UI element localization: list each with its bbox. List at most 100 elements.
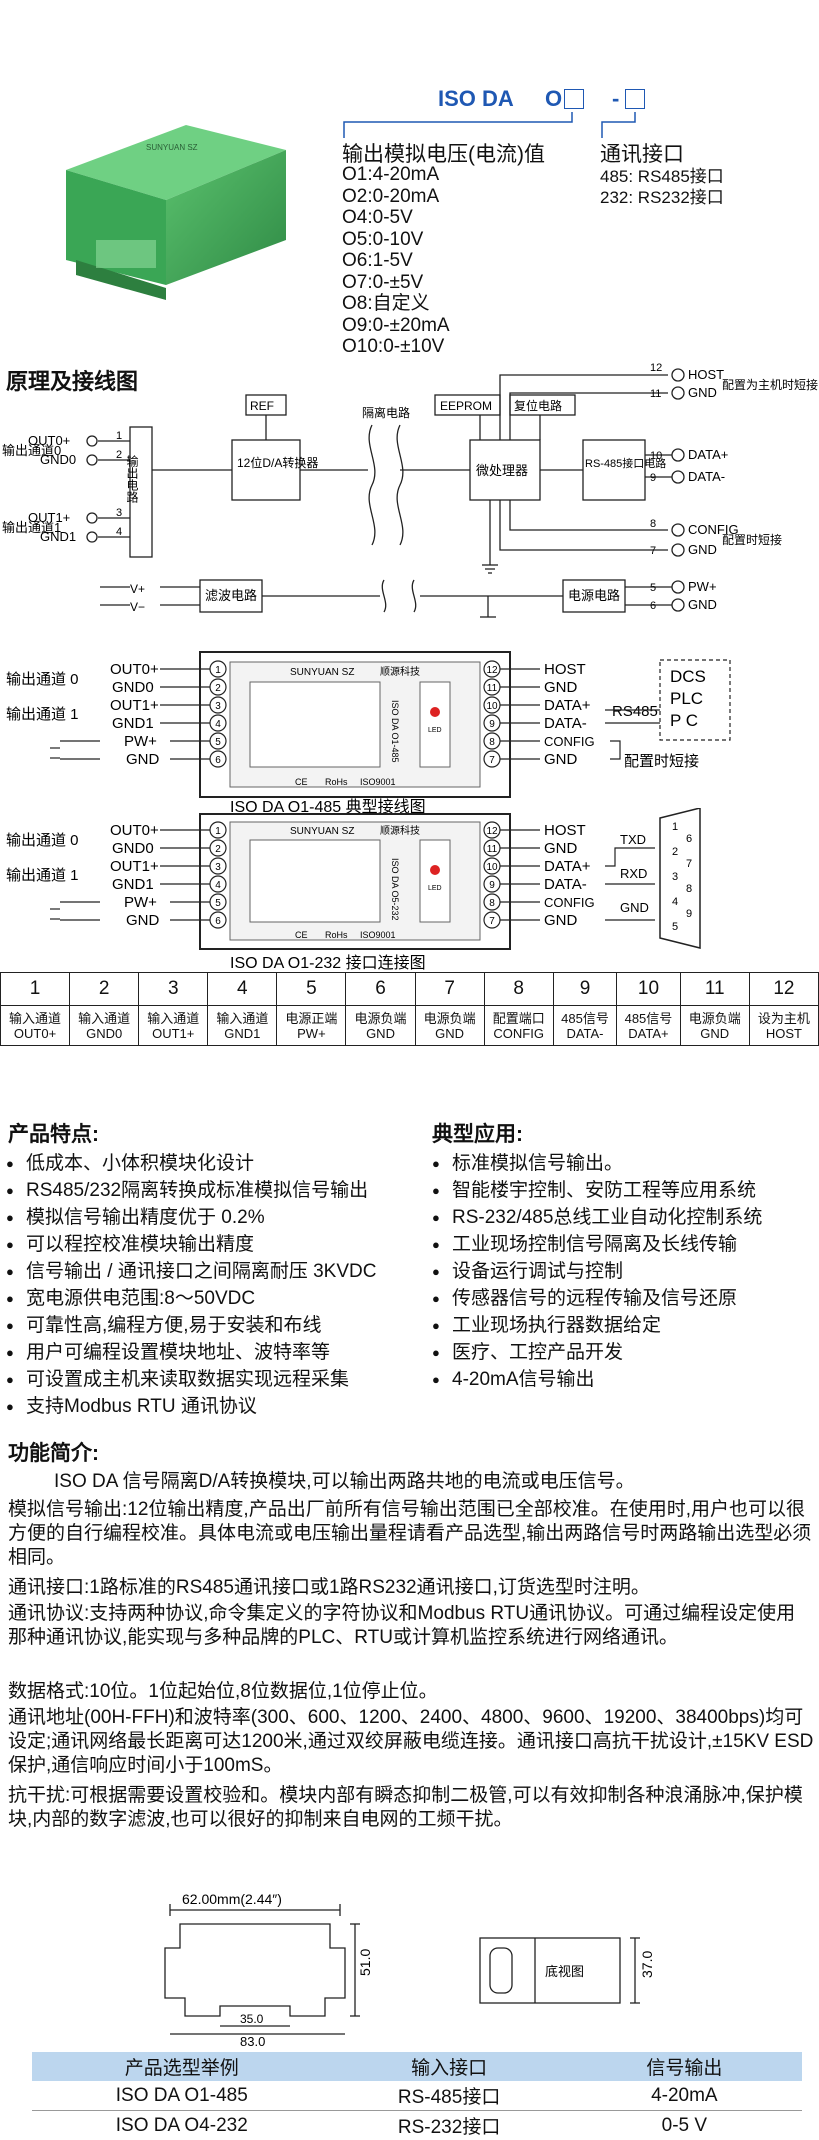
pin-number: 6 — [346, 973, 415, 1006]
da-label: 12位D/A转换器 — [237, 455, 318, 470]
selection-header: 输入接口 — [332, 2052, 567, 2081]
pin-signal: GND1 — [208, 1026, 276, 1041]
intro-paragraph: 数据格式:10位。1位起始位,8位数据位,1位停止位。 — [8, 1680, 814, 1704]
dim-length: 83.0 — [240, 2034, 265, 2048]
model-prefix: ISO DA — [438, 86, 514, 112]
pin-label: HOST — [688, 367, 724, 382]
pin-number: 1 — [1, 973, 70, 1006]
application-item: 传感器信号的远程传输及信号还原 — [432, 1285, 817, 1312]
pin-num: 3 — [215, 862, 221, 873]
channel-label: 输出通道 1 — [6, 867, 79, 884]
wiring-485-diagram: LED SUNYUAN SZ 顺源科技 ISO DA O1-485 CE RoH… — [0, 640, 819, 815]
intro-paragraph: ISO DA 信号隔离D/A转换模块,可以输出两路共地的电流或电压信号。 — [54, 1470, 814, 1494]
pin-number: 2 — [70, 973, 139, 1006]
feature-item: 可设置成主机来读取数据实现远程采集 — [6, 1366, 426, 1393]
pin-desc: 配置端口 — [485, 1011, 553, 1026]
dcs-label: P C — [670, 711, 698, 730]
selection-header: 产品选型举例 — [32, 2052, 332, 2081]
db9-pin: 4 — [672, 896, 678, 908]
pin-label: GND — [544, 912, 578, 929]
pin-label: OUT0+ — [110, 822, 159, 839]
selection-cell: ISO DA O4-232 — [32, 2111, 332, 2140]
pin-label: DATA- — [544, 876, 587, 893]
pin-num: 10 — [486, 862, 498, 873]
pin-num: 5 — [215, 737, 221, 748]
model-bracket-lines — [340, 110, 680, 140]
pin-num: 7 — [489, 755, 495, 766]
intro-paragraph: 通讯地址(00H-FFH)和波特率(300、600、1200、2400、4800… — [8, 1706, 814, 1778]
pin-label: OUT1+ — [110, 697, 159, 714]
pin-label: GND — [688, 385, 717, 400]
selection-cell: 0-5 V — [567, 2111, 802, 2140]
cert-label: ISO9001 — [360, 930, 396, 940]
pin-desc: 输入通道 — [1, 1011, 69, 1026]
pin-number: 11 — [680, 973, 749, 1006]
pin-label: CONFIG — [544, 895, 595, 910]
pin-label: GND — [688, 597, 717, 612]
pin-num: 5 — [215, 898, 221, 909]
product-photo: SUNYUAN SZ — [36, 110, 306, 310]
application-item: 工业现场控制信号隔离及长线传输 — [432, 1231, 817, 1258]
pin-signal: GND — [416, 1026, 484, 1041]
principle-diagram: REF 12位D/A转换器 隔离电路 EEPROM 复位电路 微处理器 RS-4… — [0, 355, 819, 640]
pin-label: PW+ — [124, 733, 157, 750]
output-option: O9:0-±20mA — [342, 315, 450, 337]
application-item: RS-232/485总线工业自动化控制系统 — [432, 1204, 817, 1231]
pin-label: GND — [688, 542, 717, 557]
pin-num: 4 — [215, 719, 221, 730]
pin-num: 9 — [489, 880, 495, 891]
pin-label: HOST — [544, 661, 586, 678]
pin-desc: 485信号 — [554, 1011, 616, 1026]
bottom-view-label: 底视图 — [545, 1964, 584, 1979]
dcs-label: DCS — [670, 667, 706, 686]
pin-num: 10 — [650, 450, 662, 462]
channel-label: 输出通道0 — [2, 443, 61, 458]
pin-label: GND — [126, 912, 160, 929]
feature-item: 模拟信号输出精度优于 0.2% — [6, 1204, 426, 1231]
pin-number: 3 — [139, 973, 208, 1006]
ref-label: REF — [250, 399, 274, 413]
comm-title: 通讯接口 — [600, 138, 684, 168]
model-o: O — [545, 86, 562, 112]
selection-cell: ISO DA O1-485 — [32, 2081, 332, 2111]
pin-label: GND0 — [112, 679, 154, 696]
pin-label: GND1 — [112, 876, 154, 893]
pin-number: 4 — [208, 973, 277, 1006]
dcs-label: PLC — [670, 689, 703, 708]
channel-label: 输出通道 0 — [6, 671, 79, 688]
pin-num: 8 — [489, 898, 495, 909]
rs485-label: RS485 — [612, 703, 658, 720]
selection-cell: 4-20mA — [567, 2081, 802, 2111]
output-option: O2:0-20mA — [342, 186, 450, 208]
model-label: ISO DA O5-232 — [390, 858, 400, 921]
application-item: 4-20mA信号输出 — [432, 1366, 817, 1393]
output-option: O6:1-5V — [342, 250, 450, 272]
led-label: LED — [428, 727, 442, 734]
pin-label: GND0 — [112, 840, 154, 857]
applications-list: 标准模拟信号输出。 智能楼宇控制、安防工程等应用系统 RS-232/485总线工… — [432, 1150, 817, 1393]
wiring-232-caption: ISO DA O1-232 接口连接图 — [230, 954, 426, 972]
filter-label: 滤波电路 — [205, 588, 257, 603]
pin-label: DATA+ — [688, 447, 728, 462]
pin-signal: DATA+ — [617, 1026, 679, 1041]
pin-label: CONFIG — [544, 734, 595, 749]
pin-num: 4 — [215, 880, 221, 891]
intro-paragraph: 通讯协议:支持两种协议,命令集定义的字符协议和Modbus RTU通讯协议。可通… — [8, 1602, 814, 1650]
db9-pin: 3 — [672, 871, 678, 883]
dim-height: 51.0 — [357, 1949, 373, 1976]
db9-pin: 2 — [672, 846, 678, 858]
pin-label: GND — [544, 751, 578, 768]
feature-item: RS485/232隔离转换成标准模拟信号输出 — [6, 1177, 426, 1204]
isolation-label: 隔离电路 — [362, 405, 410, 420]
pin-num: 12 — [650, 362, 662, 374]
pin-signal: PW+ — [277, 1026, 345, 1041]
model-box-2 — [625, 89, 645, 109]
comm-options: 485: RS485接口 232: RS232接口 — [600, 166, 724, 208]
pin-label: GND — [544, 840, 578, 857]
